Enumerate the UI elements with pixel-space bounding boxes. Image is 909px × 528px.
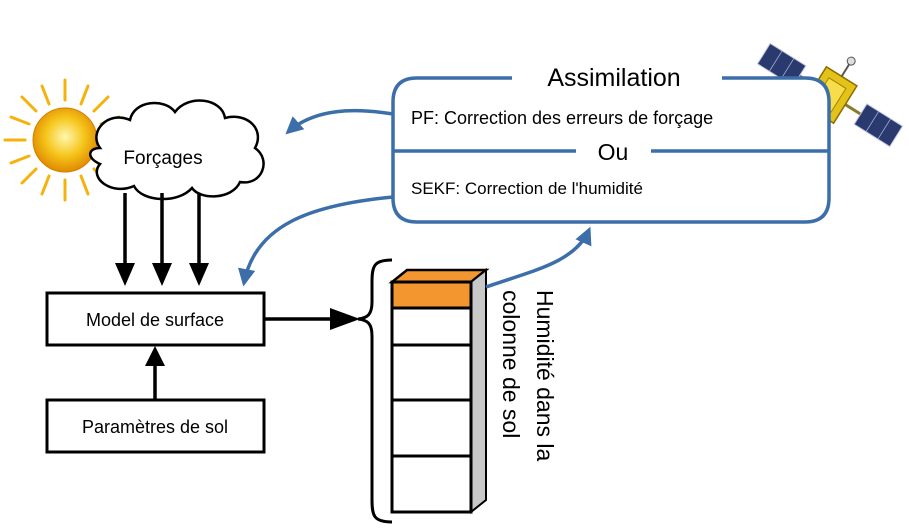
forcing-arrows <box>115 193 209 286</box>
model-box <box>45 291 266 347</box>
or-text: Ou <box>598 139 629 165</box>
soil-column-label: Humidité dans la colonne de sol <box>498 290 558 462</box>
assimilation-arrows <box>238 108 592 289</box>
column-layer <box>390 306 473 347</box>
params-arrow <box>145 346 165 400</box>
column-side-face <box>470 267 487 515</box>
soil-label-line1: Humidité dans la <box>532 290 558 462</box>
column-layer-top <box>390 280 473 310</box>
column-layer <box>390 343 473 402</box>
sekf-text: SEKF: Correction de l'humidité <box>411 179 643 198</box>
column-layer <box>390 398 473 458</box>
model-to-column-arrow <box>264 308 360 330</box>
sekf-to-model-arrow <box>238 195 394 287</box>
model-label: Model de surface <box>86 310 224 330</box>
assimilation-title: Assimilation <box>547 64 680 92</box>
assimilation-box <box>391 76 831 224</box>
soil-label-line2: colonne de sol <box>498 290 524 438</box>
soil-column <box>388 267 490 515</box>
soil-params-box <box>45 398 266 454</box>
column-to-assimilation-arrow <box>485 226 592 289</box>
pf-to-forcing-arrow <box>285 108 394 135</box>
soil-params-label: Paramètres de sol <box>82 417 228 437</box>
forcing-cloud <box>89 99 265 201</box>
pf-text: PF: Correction des erreurs de forçage <box>411 108 713 128</box>
column-layer <box>390 454 473 514</box>
forcing-label: Forçages <box>123 148 202 169</box>
column-brace <box>357 258 393 524</box>
